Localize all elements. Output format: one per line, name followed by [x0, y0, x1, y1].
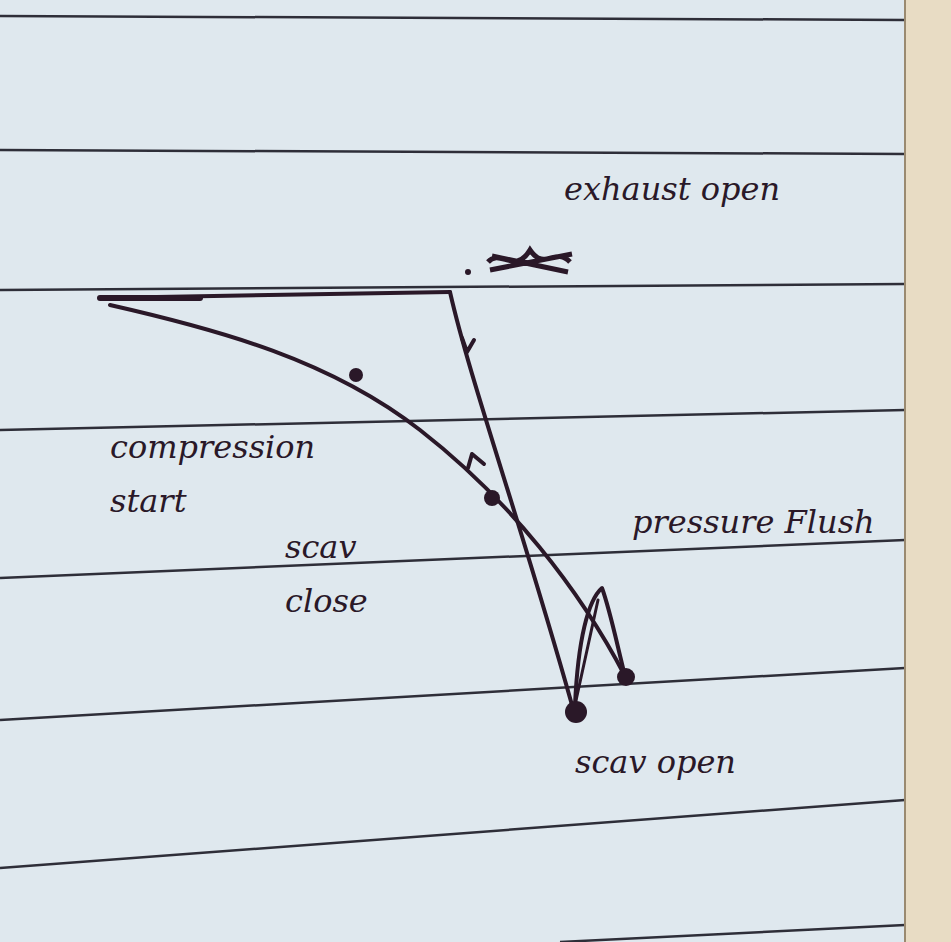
dots [349, 269, 635, 723]
ruled-lines [0, 16, 905, 942]
top-line-thick [100, 295, 200, 301]
crossed-out-scribble [488, 250, 572, 272]
loop-line [575, 600, 598, 705]
handwritten-label: scav open [575, 735, 855, 789]
arrow-up [468, 454, 484, 468]
binding-edge [904, 0, 906, 942]
handwritten-label: compression start [110, 420, 360, 529]
arrow-down [462, 338, 474, 352]
handwritten-label: exhaust open [470, 162, 780, 216]
compression-curve [110, 305, 625, 676]
indicator-diagram [100, 292, 625, 705]
binding-strip [905, 0, 951, 942]
handwritten-label: pressure Flush [632, 495, 882, 549]
pressure-loop [575, 588, 625, 705]
expansion-line [450, 292, 572, 705]
top-line [100, 292, 450, 298]
handwritten-label: scav close [285, 520, 440, 629]
